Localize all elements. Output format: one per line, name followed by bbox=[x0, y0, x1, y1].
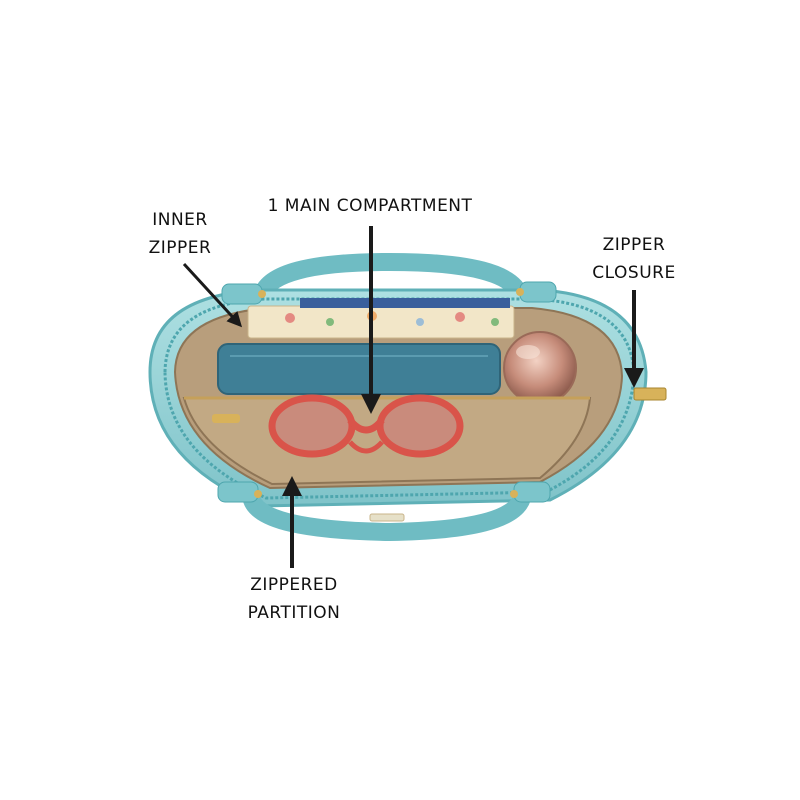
compact-mirror bbox=[503, 331, 577, 405]
blue-book-spine bbox=[300, 298, 510, 308]
back-handle bbox=[253, 252, 529, 305]
callout-main-compartment: 1 MAIN COMPARTMENT bbox=[250, 192, 490, 220]
inner-zipper-pull bbox=[212, 414, 240, 423]
callout-inner-zipper: INNER ZIPPER bbox=[132, 206, 228, 262]
callout-line: ZIPPER bbox=[602, 235, 666, 255]
callout-line: ZIPPER bbox=[148, 238, 212, 258]
arrow-inner-zipper bbox=[182, 262, 243, 328]
callout-line: PARTITION bbox=[247, 603, 341, 623]
sunglasses bbox=[268, 394, 464, 458]
zipper-pull bbox=[633, 387, 667, 401]
callout-line: CLOSURE bbox=[592, 263, 676, 283]
callout-line: 1 MAIN COMPARTMENT bbox=[267, 196, 473, 216]
callout-zippered-partition: ZIPPERED PARTITION bbox=[224, 571, 364, 627]
front-handle bbox=[243, 489, 531, 542]
pouch bbox=[217, 343, 501, 395]
callout-line: INNER bbox=[152, 210, 208, 230]
callout-line: ZIPPERED bbox=[250, 575, 338, 595]
callout-zipper-closure: ZIPPER CLOSURE bbox=[586, 231, 682, 287]
